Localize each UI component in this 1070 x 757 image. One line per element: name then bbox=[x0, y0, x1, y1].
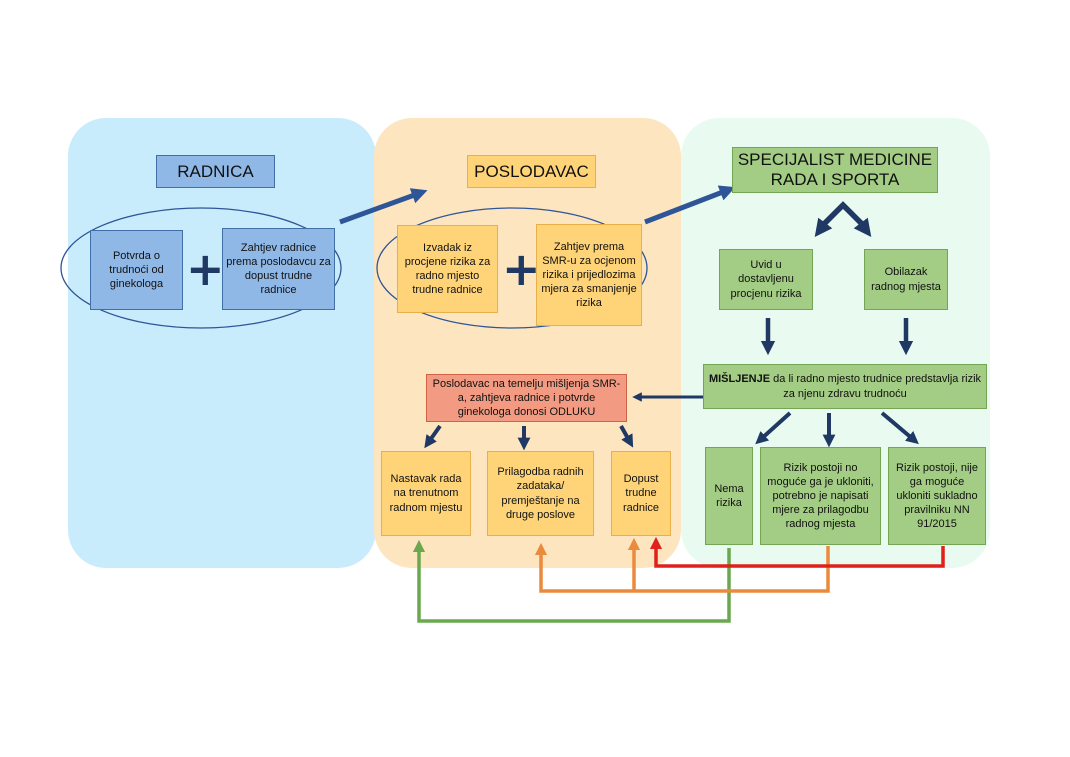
zahtjev-radnice-box: Zahtjev radnice prema poslodavcu za dopu… bbox=[222, 228, 335, 310]
arrow-poslodavac-to-smr bbox=[644, 185, 736, 225]
potvrda-box: Potvrda o trudnoći od ginekologa bbox=[90, 230, 183, 310]
arrow-to-nema-rizika bbox=[755, 411, 792, 445]
specijalist-title: SPECIJALIST MEDICINE RADA I SPORTA bbox=[732, 147, 938, 193]
arrow-odluka-to-dopust bbox=[619, 425, 634, 448]
rizik-nemoguce-box: Rizik postoji, nije ga moguće ukloniti s… bbox=[888, 447, 986, 545]
plus-icon: + bbox=[186, 242, 225, 296]
dopust-box: Dopust trudne radnice bbox=[611, 451, 671, 536]
misljenje-text: MIŠLJENJE da li radno mjesto trudnice pr… bbox=[708, 373, 982, 400]
arrow-to-rizik-nemoguce bbox=[880, 411, 919, 445]
nema-rizika-box: Nema rizika bbox=[705, 447, 753, 545]
poslodavac-title: POSLODAVAC bbox=[467, 155, 596, 188]
path-red-rizik-nemoguce bbox=[649, 536, 945, 568]
radnica-panel bbox=[68, 118, 376, 568]
uvid-box: Uvid u dostavljenu procjenu rizika bbox=[719, 249, 813, 310]
nastavak-rada-box: Nastavak rada na trenutnom radnom mjestu bbox=[381, 451, 471, 536]
path-orange-rizik-moguce bbox=[534, 542, 830, 593]
prilagodba-box: Prilagodba radnih zadataka/ premještanje… bbox=[487, 451, 594, 536]
rizik-moguce-box: Rizik postoji no moguće ga je ukloniti, … bbox=[760, 447, 881, 545]
path-green-nema-rizika bbox=[412, 539, 731, 623]
arrow-odluka-to-nastavak bbox=[424, 424, 442, 449]
izvadak-box: Izvadak iz procjene rizika za radno mjes… bbox=[397, 225, 498, 313]
plus-icon: + bbox=[502, 242, 541, 296]
obilazak-box: Obilazak radnog mjesta bbox=[864, 249, 948, 310]
zahtjev-smr-box: Zahtjev prema SMR-u za ocjenom rizika i … bbox=[536, 224, 642, 326]
misljenje-box: MIŠLJENJE da li radno mjesto trudnice pr… bbox=[703, 364, 987, 409]
radnica-ellipse bbox=[60, 207, 342, 329]
odluka-box: Poslodavac na temelju mišljenja SMR-a, z… bbox=[426, 374, 627, 422]
poslodavac-ellipse bbox=[376, 207, 648, 329]
arrow-radnica-to-poslodavac bbox=[339, 188, 428, 225]
radnica-title: RADNICA bbox=[156, 155, 275, 188]
split-chevron bbox=[822, 201, 864, 226]
